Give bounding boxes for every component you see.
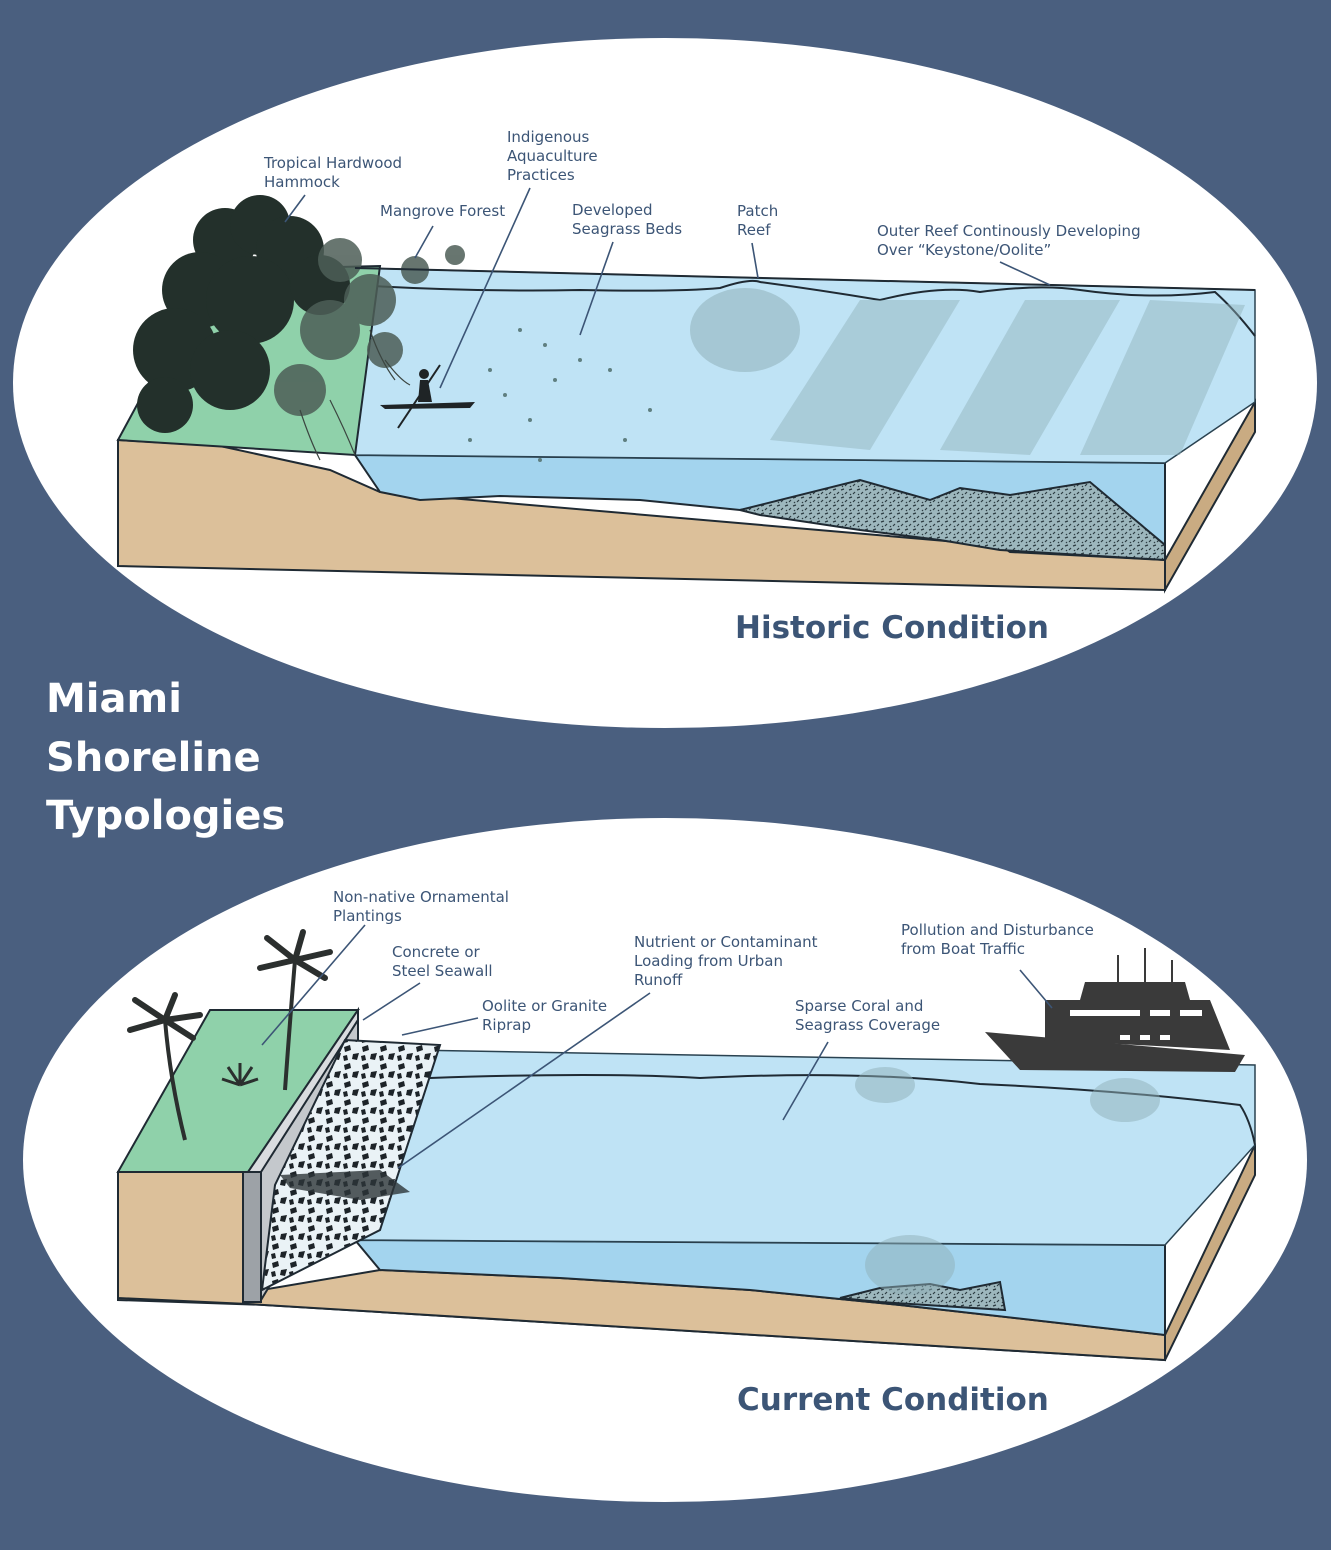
current-block: [116, 929, 1256, 1362]
sparse-patch-3: [865, 1235, 955, 1295]
reef-band-3: [1080, 300, 1245, 455]
boat-windows: [1070, 1010, 1202, 1040]
seagrass-beds: [468, 328, 652, 462]
historic-sand-side: [1164, 398, 1256, 594]
sparse-patch-1: [855, 1067, 915, 1103]
historic-reef-mound: [739, 478, 1166, 562]
mangrove-forest: [274, 238, 465, 416]
patch-reef: [690, 288, 800, 372]
palm-trees: [127, 929, 333, 1141]
historic-sand-front: [117, 438, 1166, 592]
label-ornamental-plantings: Non-native Ornamental Plantings: [333, 888, 514, 925]
label-seawall: Concrete or Steel Seawall: [392, 943, 493, 980]
runoff-plume: [280, 1170, 410, 1200]
current-sand-side: [1164, 1144, 1256, 1361]
seawall: [242, 1171, 262, 1303]
label-hardwood-hammock: Tropical Hardwood Hammock: [263, 154, 407, 191]
label-seagrass-beds: Developed Seagrass Beds: [572, 201, 682, 238]
canoe-figure: [380, 364, 475, 429]
riprap: [260, 1038, 442, 1292]
label-urban-runoff: Nutrient or Contaminant Loading from Urb…: [634, 933, 822, 989]
label-outer-reef: Outer Reef Continously Developing Over “…: [877, 222, 1145, 259]
historic-block: [116, 195, 1256, 594]
label-riprap: Oolite or Granite Riprap: [482, 997, 612, 1034]
current-heading: Current Condition: [737, 1382, 1049, 1418]
sparse-patch-2: [1090, 1078, 1160, 1122]
reef-band-2: [940, 300, 1120, 455]
current-wave-line: [429, 1074, 1256, 1146]
label-boat-traffic: Pollution and Disturbance from Boat Traf…: [901, 921, 1099, 958]
label-aquaculture: Indigenous Aquaculture Practices: [507, 128, 602, 184]
label-mangrove-forest: Mangrove Forest: [380, 202, 505, 220]
main-title: Miami Shoreline Typologies: [46, 676, 285, 839]
hardwood-hammock: [133, 195, 350, 433]
label-sparse-coverage: Sparse Coral and Seagrass Coverage: [795, 997, 940, 1034]
mangrove-roots: [299, 329, 411, 461]
historic-wave-line: [354, 279, 1256, 337]
current-water-front: [352, 1238, 1166, 1337]
historic-heading: Historic Condition: [735, 610, 1049, 646]
label-patch-reef: Patch Reef: [737, 202, 783, 239]
reef-band-1: [770, 300, 960, 450]
